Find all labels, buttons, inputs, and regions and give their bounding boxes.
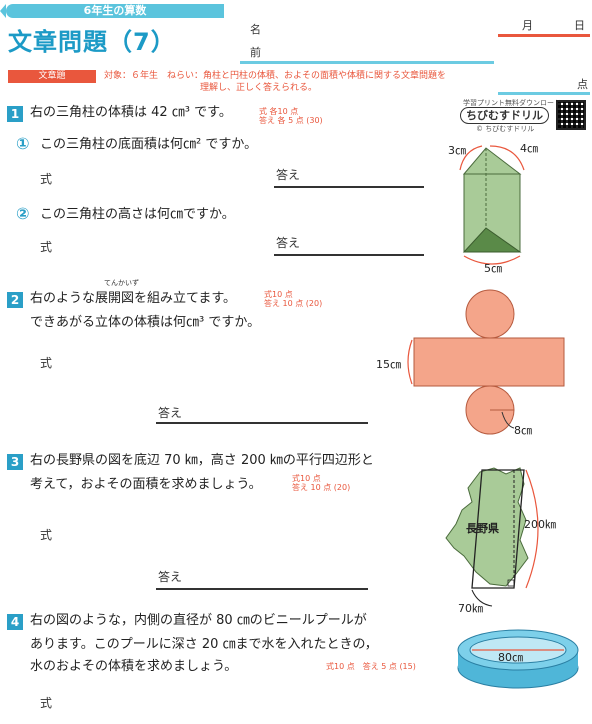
sub-2-mark: ②: [16, 204, 30, 223]
prism-label-3cm: 3㎝: [448, 144, 466, 157]
pool-label-80cm: 80㎝: [498, 651, 523, 664]
grade-banner: 6年生の算数: [0, 4, 224, 18]
question-2-answer-line[interactable]: [156, 422, 368, 424]
question-3-formula-label: 式: [40, 528, 53, 542]
prism-label-5cm: 5㎝: [484, 262, 502, 274]
map-label-pref: 長野県: [466, 522, 499, 535]
name-label-top: 名: [250, 23, 261, 36]
name-label-bottom: 前: [250, 46, 261, 59]
month-label: 月: [522, 19, 533, 32]
score-label: 点: [577, 78, 588, 91]
qr-code-icon: [556, 100, 586, 130]
sub-2-formula-label: 式: [40, 240, 53, 254]
question-4-text-line3: 水のおよその体積を求めましょう。: [30, 659, 238, 674]
question-1-points: 式 各10 点 答え 各 5 点 (30): [259, 107, 323, 125]
question-2-text-line2: できあがる立体の体積は何㎝³ ですか。: [30, 315, 261, 330]
sub-2-answer-line[interactable]: [274, 254, 424, 256]
question-3-text-line1: 右の長野県の図を底辺 70 ㎞，高さ 200 ㎞の平行四辺形と: [30, 453, 374, 468]
score-line[interactable]: [498, 92, 590, 95]
prism-label-4cm: 4㎝: [520, 142, 538, 155]
question-3-text-line2: 考えて，およその面積を求めましょう。: [30, 477, 262, 492]
logo-caption: 学習プリント無料ダウンロード: [463, 99, 561, 107]
question-2-points: 式10 点 答え 10 点 (20): [264, 290, 323, 308]
category-tag: 文章題: [8, 70, 96, 83]
question-1-number: 1: [7, 106, 23, 122]
pool-figure: 80㎝: [457, 629, 579, 689]
question-2-formula-label: 式: [40, 356, 53, 370]
question-2-answer-label: 答え: [158, 406, 183, 420]
question-4-number: 4: [7, 614, 23, 630]
sub-1-text: この三角柱の底面積は何㎝² ですか。: [40, 137, 258, 152]
question-3-points: 式10 点 答え 10 点 (20): [292, 474, 351, 492]
date-line[interactable]: [498, 34, 590, 37]
sub-1-formula-label: 式: [40, 172, 53, 186]
name-line[interactable]: [240, 61, 494, 64]
question-3-answer-line[interactable]: [156, 588, 368, 590]
map-label-70km: 70㎞: [458, 602, 483, 614]
cylinder-net-figure: 15㎝ 8㎝: [376, 289, 565, 437]
question-1-text: 右の三角柱の体積は 42 ㎝³ です。: [30, 105, 232, 120]
question-4-text-line1: 右の図のような，内側の直径が 80 ㎝のビニールプールが: [30, 613, 367, 628]
net-label-15cm: 15㎝: [376, 358, 401, 371]
sub-2-answer-label: 答え: [276, 236, 301, 250]
copyright: © ちびむすドリル: [476, 125, 535, 133]
day-label: 日: [574, 19, 585, 32]
subject-description: 対象：６年生 ねらい：角柱と円柱の体積、およその面積や体積に関する文章問題を 理…: [104, 71, 447, 93]
nagano-map-figure: 長野県 200㎞ 70㎞: [445, 467, 556, 614]
question-4-formula-label: 式: [40, 696, 53, 710]
triangular-prism-figure: 3㎝ 4㎝ 5㎝: [448, 142, 538, 274]
question-2-number: 2: [7, 292, 23, 308]
page-title: 文章問題（7）: [8, 28, 176, 56]
map-label-200km: 200㎞: [524, 518, 556, 531]
sub-1-answer-label: 答え: [276, 168, 301, 182]
sub-1-mark: ①: [16, 134, 30, 153]
sub-1-answer-line[interactable]: [274, 186, 424, 188]
question-4-text-line2: あります。このプールに深さ 20 ㎝まで水を入れたときの，: [30, 637, 378, 652]
question-3-number: 3: [7, 454, 23, 470]
net-label-8cm: 8㎝: [514, 424, 532, 437]
question-2-ruby: てんかいず: [104, 279, 139, 287]
question-4-points: 式10 点 答え 5 点 (15): [326, 662, 416, 671]
sub-2-text: この三角柱の高さは何㎝ですか。: [40, 207, 235, 222]
question-3-answer-label: 答え: [158, 570, 183, 584]
brand-logo: ちびむすドリル: [460, 107, 549, 124]
question-2-text-line1: 右のような展開図を組み立てます。: [30, 291, 237, 306]
